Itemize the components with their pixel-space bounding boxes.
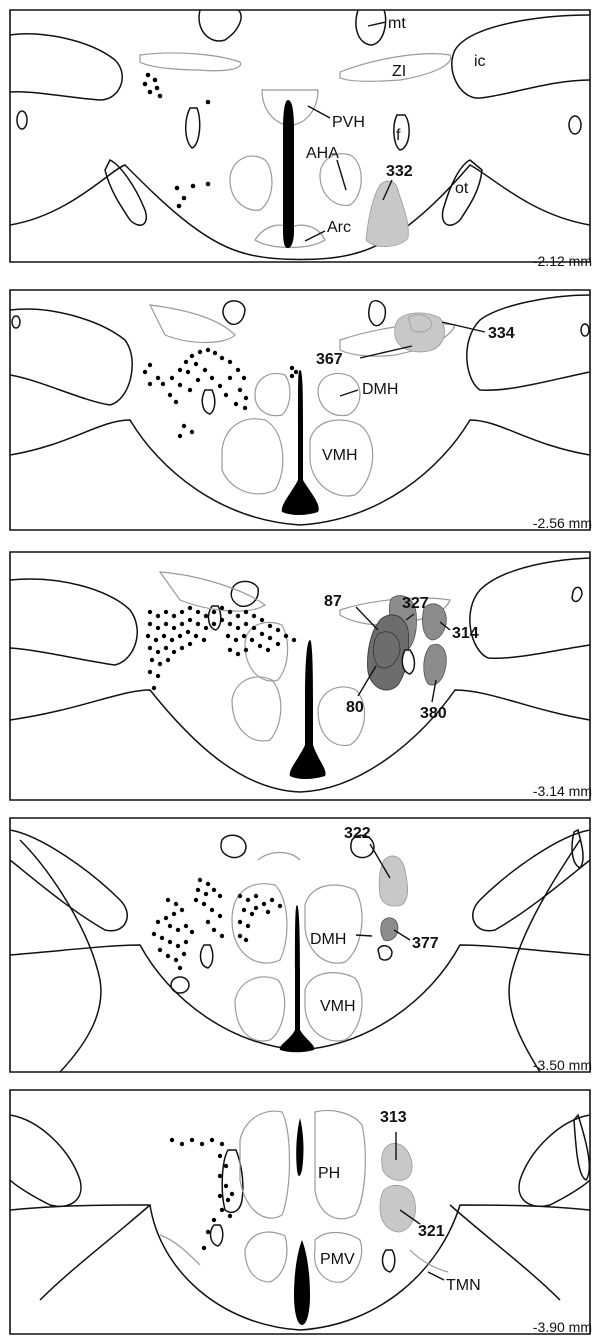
- lesion-label-87: 87: [324, 593, 342, 610]
- level-label: -2.12 mm: [533, 253, 592, 269]
- label-ph: PH: [318, 1165, 340, 1182]
- label-zi: ZI: [392, 63, 406, 80]
- lesion-label-80: 80: [346, 699, 364, 716]
- label-vmh: VMH: [320, 998, 356, 1015]
- label-ot: ot: [455, 180, 469, 197]
- lesion-label-322: 322: [344, 825, 371, 842]
- lesion-label-314: 314: [452, 625, 479, 642]
- lesion-label-334: 334: [488, 325, 515, 342]
- label-vmh: VMH: [322, 447, 358, 464]
- lesion-label-321: 321: [418, 1223, 445, 1240]
- section-1-outline: [10, 10, 590, 262]
- lesion-label-332: 332: [386, 163, 413, 180]
- section-3-structure: [402, 650, 414, 674]
- label-pvh: PVH: [332, 114, 365, 131]
- section-4: 322 377 DMH VMH -3.50 mm: [10, 818, 592, 1073]
- section-5-lesion-321: [380, 1185, 415, 1232]
- lesion-label-380: 380: [420, 705, 447, 722]
- label-dmh: DMH: [310, 931, 346, 948]
- section-4-structure: [201, 945, 213, 968]
- lesion-label-313: 313: [380, 1109, 407, 1126]
- lesion-label-377: 377: [412, 935, 439, 952]
- section-3: 327 87 314 80 380 -3.14 mm: [10, 552, 592, 800]
- section-2: 334 367 DMH VMH -2.56 mm: [10, 290, 592, 531]
- label-aha: AHA: [306, 145, 339, 162]
- lesion-label-327: 327: [402, 595, 429, 612]
- section-5: 313 321 PH PMV TMN -3.90 mm: [10, 1090, 592, 1335]
- section-5-structure: [383, 1250, 395, 1272]
- level-label: -3.50 mm: [533, 1057, 592, 1073]
- section-1: mt ic ZI PVH f AHA ot Arc 332 -2.12 mm: [10, 10, 592, 269]
- section-2-structure: [202, 390, 215, 414]
- label-mt: mt: [388, 15, 406, 32]
- lesion-label-367: 367: [316, 351, 343, 368]
- section-5-structure: [211, 1225, 223, 1246]
- label-dmh: DMH: [362, 381, 398, 398]
- section-1-ventricle: [283, 100, 294, 248]
- label-tmn: TMN: [446, 1277, 481, 1294]
- level-label: -3.14 mm: [533, 783, 592, 799]
- level-label: -3.90 mm: [533, 1319, 592, 1335]
- level-label: -2.56 mm: [533, 515, 592, 531]
- label-ic: ic: [474, 53, 486, 70]
- label-pmv: PMV: [320, 1251, 355, 1268]
- label-arc: Arc: [327, 219, 351, 236]
- label-f: f: [396, 127, 401, 144]
